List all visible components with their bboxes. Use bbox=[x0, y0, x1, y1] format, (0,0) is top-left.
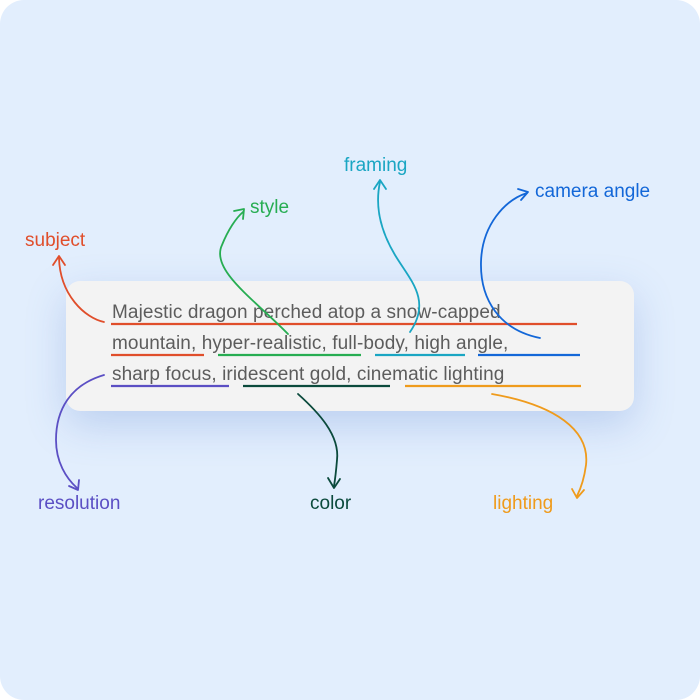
separator: , bbox=[403, 333, 415, 354]
label-resolution: resolution bbox=[38, 493, 121, 514]
connector-lighting bbox=[491, 393, 588, 497]
arrowhead-framing bbox=[373, 179, 387, 190]
segment-subject-part2: mountain bbox=[112, 333, 191, 354]
prompt-line-3: sharp focus, iridescent gold, cinematic … bbox=[112, 364, 504, 386]
connector-resolution bbox=[55, 374, 105, 489]
prompt-line-1: Majestic dragon perched atop a snow-capp… bbox=[112, 302, 501, 324]
segment-lighting: cinematic lighting bbox=[356, 364, 505, 385]
arrowhead-lighting bbox=[571, 488, 585, 499]
label-color: color bbox=[310, 493, 352, 514]
label-camera-angle: camera angle bbox=[535, 181, 651, 202]
connector-framing bbox=[377, 181, 421, 333]
arrowhead-resolution bbox=[68, 479, 80, 491]
segment-subject-part1: Majestic dragon perched atop a snow-capp… bbox=[112, 302, 501, 323]
arrowhead-subject bbox=[52, 255, 66, 266]
prompt-card bbox=[66, 281, 634, 411]
segment-style: hyper-realistic bbox=[201, 333, 322, 354]
arrowhead-style bbox=[233, 208, 245, 220]
separator: , bbox=[211, 364, 223, 385]
segment-resolution: sharp focus bbox=[112, 364, 212, 385]
segment-camera-angle: high angle bbox=[414, 333, 504, 354]
prompt-line-2: mountain, hyper-realistic, full-body, hi… bbox=[112, 333, 508, 355]
separator: , bbox=[190, 333, 202, 354]
connector-style bbox=[219, 211, 289, 335]
separator: , bbox=[321, 333, 333, 354]
segment-framing: full-body bbox=[332, 333, 404, 354]
connector-subject bbox=[58, 257, 105, 323]
separator: , bbox=[346, 364, 357, 385]
separator: , bbox=[503, 333, 509, 354]
label-lighting: lighting bbox=[493, 493, 554, 514]
arrowhead-color bbox=[327, 477, 341, 489]
connector-camera-angle bbox=[480, 192, 541, 339]
arrowhead-camera-angle bbox=[517, 188, 529, 201]
connector-color bbox=[297, 393, 339, 487]
label-subject: subject bbox=[25, 230, 86, 251]
label-framing: framing bbox=[344, 155, 408, 176]
label-style: style bbox=[250, 197, 290, 218]
segment-color: iridescent gold bbox=[222, 364, 347, 385]
